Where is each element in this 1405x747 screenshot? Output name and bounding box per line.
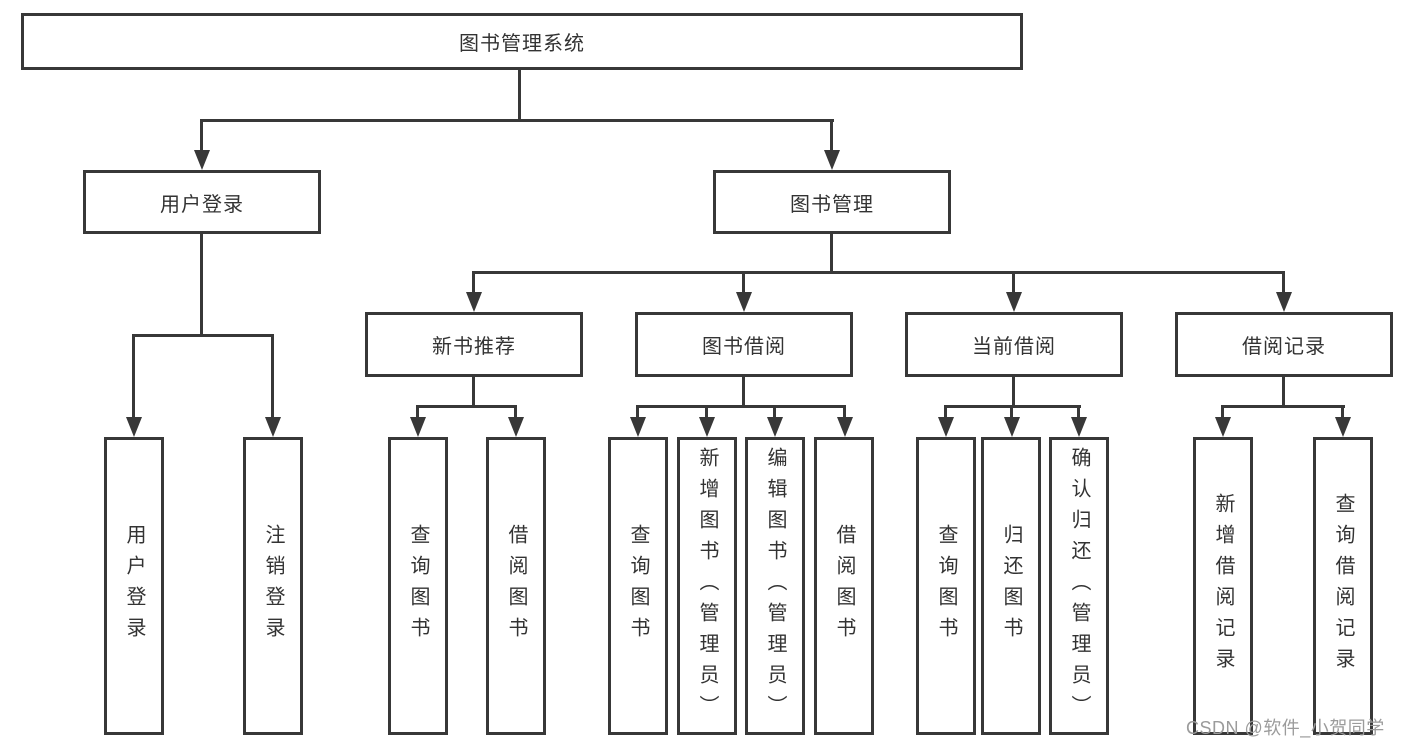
leaf-label: 注销登录 <box>262 524 284 648</box>
leaf-label: 借阅图书 <box>505 524 527 648</box>
connector-shaft-book-borrow <box>742 272 745 294</box>
connector-borrow-records-stem <box>1282 377 1285 407</box>
arrowhead-cb-query <box>938 417 954 437</box>
arrowhead-bb-add <box>699 417 715 437</box>
connector-user-login-stem <box>200 234 203 337</box>
leaf-label: 借阅图书 <box>833 524 855 648</box>
arrowhead-nb-borrow <box>508 417 524 437</box>
connector-borrow-records-bar <box>1221 405 1345 408</box>
connector-shaft-leaf-user-login <box>132 335 135 419</box>
node-label: 借阅记录 <box>1242 336 1326 358</box>
node-label: 图书借阅 <box>702 336 786 358</box>
connector-shaft-cb-query <box>944 406 947 420</box>
leaf-br-add-record: 新增借阅记录 <box>1193 437 1253 735</box>
leaf-bb-query-books: 查询图书 <box>608 437 668 735</box>
leaf-br-query-record: 查询借阅记录 <box>1313 437 1373 735</box>
leaf-bb-add-books-admin: 新增图书（管理员） <box>677 437 737 735</box>
arrowhead-leaf-user-login <box>126 417 142 437</box>
connector-shaft-cb-confirm <box>1077 406 1080 420</box>
leaf-user-login: 用户登录 <box>104 437 164 735</box>
arrowhead-borrow-records <box>1276 292 1292 312</box>
csdn-watermark: CSDN @软件_小贺同学 <box>1186 718 1385 738</box>
node-book-management: 图书管理 <box>713 170 951 234</box>
connector-shaft-br-query <box>1341 406 1344 420</box>
connector-current-borrow-stem <box>1012 377 1015 407</box>
node-label: 用户登录 <box>160 193 244 216</box>
arrowhead-book-borrow <box>736 292 752 312</box>
connector-book-borrow-bar <box>636 405 846 408</box>
leaf-label: 确认归还（管理员） <box>1068 446 1090 726</box>
arrowhead-bb-query <box>630 417 646 437</box>
leaf-bb-edit-books-admin: 编辑图书（管理员） <box>745 437 805 735</box>
arrowhead-current-borrow <box>1006 292 1022 312</box>
connector-shaft-borrow-records <box>1282 272 1285 294</box>
arrowhead-user-login <box>194 150 210 170</box>
leaf-label: 查询借阅记录 <box>1332 493 1354 679</box>
arrowhead-leaf-logout <box>265 417 281 437</box>
arrowhead-nb-query <box>410 417 426 437</box>
arrowhead-bb-borrow <box>837 417 853 437</box>
leaf-label: 查询图书 <box>627 524 649 648</box>
leaf-label: 新增图书（管理员） <box>696 446 718 726</box>
connector-shaft-new-book <box>472 272 475 294</box>
connector-book-borrow-stem <box>742 377 745 407</box>
connector-shaft-nb-query <box>416 406 419 420</box>
node-new-book-recommend: 新书推荐 <box>365 312 583 377</box>
node-root-library-system: 图书管理系统 <box>21 13 1023 70</box>
leaf-label: 编辑图书（管理员） <box>764 446 786 726</box>
connector-shaft-br-add <box>1221 406 1224 420</box>
arrowhead-bb-edit <box>767 417 783 437</box>
connector-shaft-current-borrow <box>1012 272 1015 294</box>
connector-new-book-bar <box>416 405 517 408</box>
connector-shaft-cb-return <box>1010 406 1013 420</box>
connector-root-stem <box>518 70 521 122</box>
arrowhead-cb-confirm <box>1071 417 1087 437</box>
connector-new-book-stem <box>472 377 475 407</box>
connector-shaft-leaf-logout <box>271 335 274 419</box>
node-label: 图书管理系统 <box>459 33 585 55</box>
connector-shaft-user-login <box>200 120 203 152</box>
connector-shaft-bb-edit <box>773 406 776 420</box>
arrowhead-new-book <box>466 292 482 312</box>
leaf-cb-return-books: 归还图书 <box>981 437 1041 735</box>
arrowhead-br-query <box>1335 417 1351 437</box>
leaf-nb-borrow-books: 借阅图书 <box>486 437 546 735</box>
leaf-label: 查询图书 <box>935 524 957 648</box>
connector-shaft-bb-add <box>705 406 708 420</box>
leaf-label: 归还图书 <box>1000 524 1022 648</box>
node-label: 当前借阅 <box>972 336 1056 358</box>
leaf-label: 查询图书 <box>407 524 429 648</box>
connector-book-management-bar <box>472 271 1285 274</box>
node-user-login: 用户登录 <box>83 170 321 234</box>
leaf-label: 用户登录 <box>123 524 145 648</box>
connector-user-login-bar <box>132 334 274 337</box>
node-current-borrow: 当前借阅 <box>905 312 1123 377</box>
connector-shaft-book-management <box>830 120 833 152</box>
arrowhead-book-management <box>824 150 840 170</box>
node-book-borrow: 图书借阅 <box>635 312 853 377</box>
connector-shaft-bb-borrow <box>843 406 846 420</box>
node-label: 图书管理 <box>790 193 874 216</box>
leaf-nb-query-books: 查询图书 <box>388 437 448 735</box>
connector-root-bar <box>200 119 834 122</box>
arrowhead-br-add <box>1215 417 1231 437</box>
leaf-cb-confirm-return-admin: 确认归还（管理员） <box>1049 437 1109 735</box>
connector-shaft-bb-query <box>636 406 639 420</box>
leaf-logout: 注销登录 <box>243 437 303 735</box>
connector-shaft-nb-borrow <box>514 406 517 420</box>
connector-book-management-stem <box>830 234 833 274</box>
leaf-label: 新增借阅记录 <box>1212 493 1234 679</box>
node-label: 新书推荐 <box>432 336 516 358</box>
leaf-cb-query-books: 查询图书 <box>916 437 976 735</box>
arrowhead-cb-return <box>1004 417 1020 437</box>
node-borrow-records: 借阅记录 <box>1175 312 1393 377</box>
leaf-bb-borrow-books: 借阅图书 <box>814 437 874 735</box>
